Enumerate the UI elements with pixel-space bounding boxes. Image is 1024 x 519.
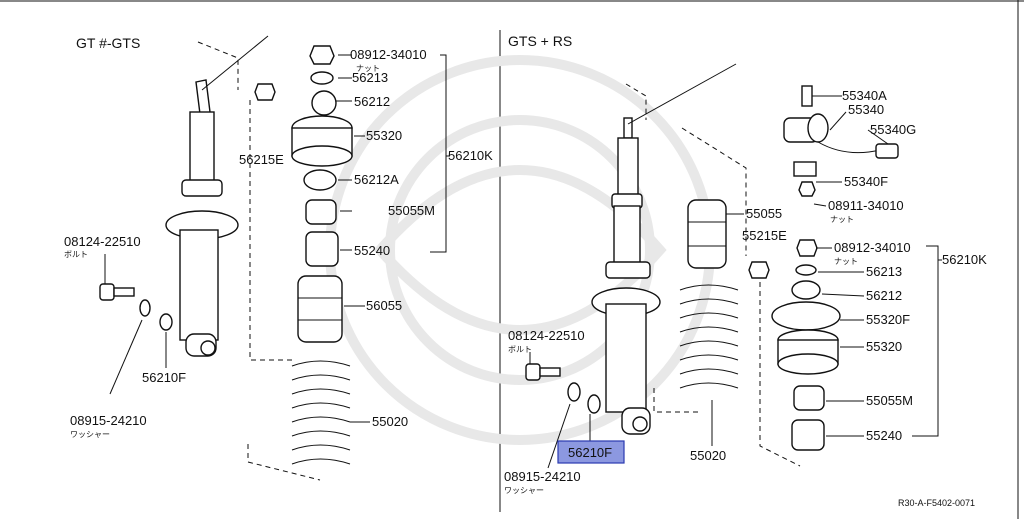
label-bolt-jp: ボルト [64, 250, 88, 259]
header-right: GTS + RS [508, 33, 572, 49]
label-08911-34010: 08911-34010 [828, 198, 904, 213]
label-56213-right: 56213 [866, 264, 902, 279]
label-55340A: 55340A [842, 88, 887, 103]
left-nut-08912 [309, 45, 335, 65]
label-56210F: 56210F [142, 370, 186, 385]
label-08912-34010: 08912-34010 [350, 47, 427, 62]
left-bound-55240 [305, 231, 339, 267]
label-08915-24210: 08915-24210 [70, 413, 147, 428]
left-spacer-55055M [305, 199, 337, 225]
left-assembly: 08912-34010 ナット 56213 56212 55320 56215E… [64, 35, 493, 481]
part-56210F-highlight[interactable]: 56210F [557, 440, 625, 464]
left-bolt [99, 283, 135, 301]
left-nut-56215E [254, 83, 276, 101]
right-sensor-55340 [783, 113, 899, 159]
label-56055: 56055 [366, 298, 402, 313]
left-washer [139, 299, 173, 331]
label-56210K-right: 56210K [942, 252, 987, 267]
label-55320-right: 55320 [866, 339, 902, 354]
label-56213: 56213 [352, 70, 388, 85]
label-56212-right: 56212 [866, 288, 902, 303]
label-55340G: 55340G [870, 122, 916, 137]
right-spacer-55055M [793, 385, 825, 411]
label-08124-22510: 08124-22510 [64, 234, 141, 249]
right-bound-55240 [791, 419, 825, 451]
label-55055: 55055 [746, 206, 782, 221]
label-55340F: 55340F [844, 174, 888, 189]
label-55020: 55020 [372, 414, 408, 429]
left-bushing-56212A [303, 169, 337, 191]
left-bushing-56212 [311, 90, 337, 116]
right-nut-08911 [798, 181, 816, 197]
label-56212: 56212 [354, 94, 390, 109]
right-coil-spring-55020 [679, 284, 739, 389]
label-55055M: 55055M [388, 203, 435, 218]
label-08912-34010-right: 08912-34010 [834, 240, 911, 255]
right-washer-56213 [795, 264, 817, 276]
left-mount-55320 [291, 115, 353, 167]
label-nut-jp: ナット [356, 64, 380, 73]
label-56215E: 56215E [239, 152, 284, 167]
label-08915-24210-right: 08915-24210 [504, 469, 581, 484]
right-shock-absorber [591, 117, 661, 435]
header-left: GT #-GTS [76, 35, 140, 51]
right-bump-55055 [687, 199, 727, 269]
label-55215E: 55215E [742, 228, 787, 243]
label-washer-jp: ワッシャー [70, 430, 110, 439]
right-nut-08912 [796, 239, 818, 257]
right-mount-55320 [777, 329, 839, 375]
right-bolt-55340A [801, 85, 813, 107]
label-56210F-selected[interactable]: 56210F [568, 445, 612, 460]
left-washer-56213 [310, 71, 334, 85]
right-nut-55215E [748, 261, 770, 279]
label-55240-right: 55240 [866, 428, 902, 443]
label-nut2-jp: ナット [834, 257, 858, 266]
label-56212A: 56212A [354, 172, 399, 187]
left-coil-spring-55020 [291, 360, 351, 465]
label-56210K: 56210K [448, 148, 493, 163]
label-55320F: 55320F [866, 312, 910, 327]
left-shock-absorber [165, 79, 239, 357]
label-nut1-jp: ナット [830, 215, 854, 224]
label-55320: 55320 [366, 128, 402, 143]
label-55340: 55340 [848, 102, 884, 117]
right-assembly: 55340A 55340 55340G 55340F 08911-34010 ナ… [504, 63, 987, 495]
label-washer-jp-right: ワッシャー [504, 486, 544, 495]
right-plate-55320F [771, 301, 841, 331]
right-washer [567, 382, 601, 414]
label-55020-right: 55020 [690, 448, 726, 463]
right-bushing-56212 [791, 280, 821, 300]
label-55240: 55240 [354, 243, 390, 258]
label-08124-22510-right: 08124-22510 [508, 328, 585, 343]
right-bracket-55340F [793, 161, 817, 177]
right-bolt [525, 363, 561, 381]
left-bound-56055 [297, 275, 343, 343]
diagram-reference-code: R30-A-F5402-0071 [898, 498, 975, 508]
label-bolt-jp-right: ボルト [508, 345, 532, 354]
label-55055M-right: 55055M [866, 393, 913, 408]
